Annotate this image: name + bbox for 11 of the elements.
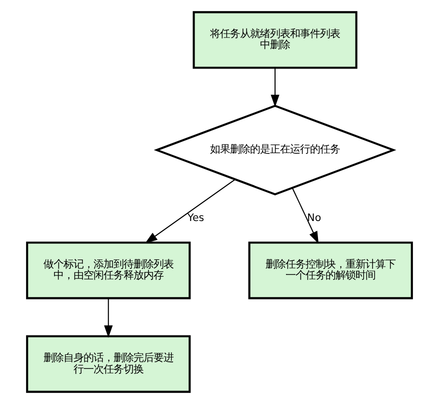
node-box: 删除任务控制块，重新计算下一个任务的解锁时间 bbox=[248, 242, 413, 300]
node-diamond: 如果删除的是正在运行的任务 bbox=[154, 104, 396, 196]
edge-label: No bbox=[307, 212, 322, 224]
arrow bbox=[104, 298, 113, 338]
edge-label: Yes bbox=[188, 212, 204, 224]
node-box: 删除自身的话，删除完后要进行一次任务切换 bbox=[26, 335, 191, 393]
arrow bbox=[292, 188, 319, 244]
node-box: 将任务从就绪列表和事件列表中删除 bbox=[192, 11, 358, 69]
node-box: 做个标记，添加到待删除列表中，由空闲任务释放内存 bbox=[26, 242, 191, 300]
arrow bbox=[270, 68, 280, 108]
arrow bbox=[145, 179, 236, 244]
